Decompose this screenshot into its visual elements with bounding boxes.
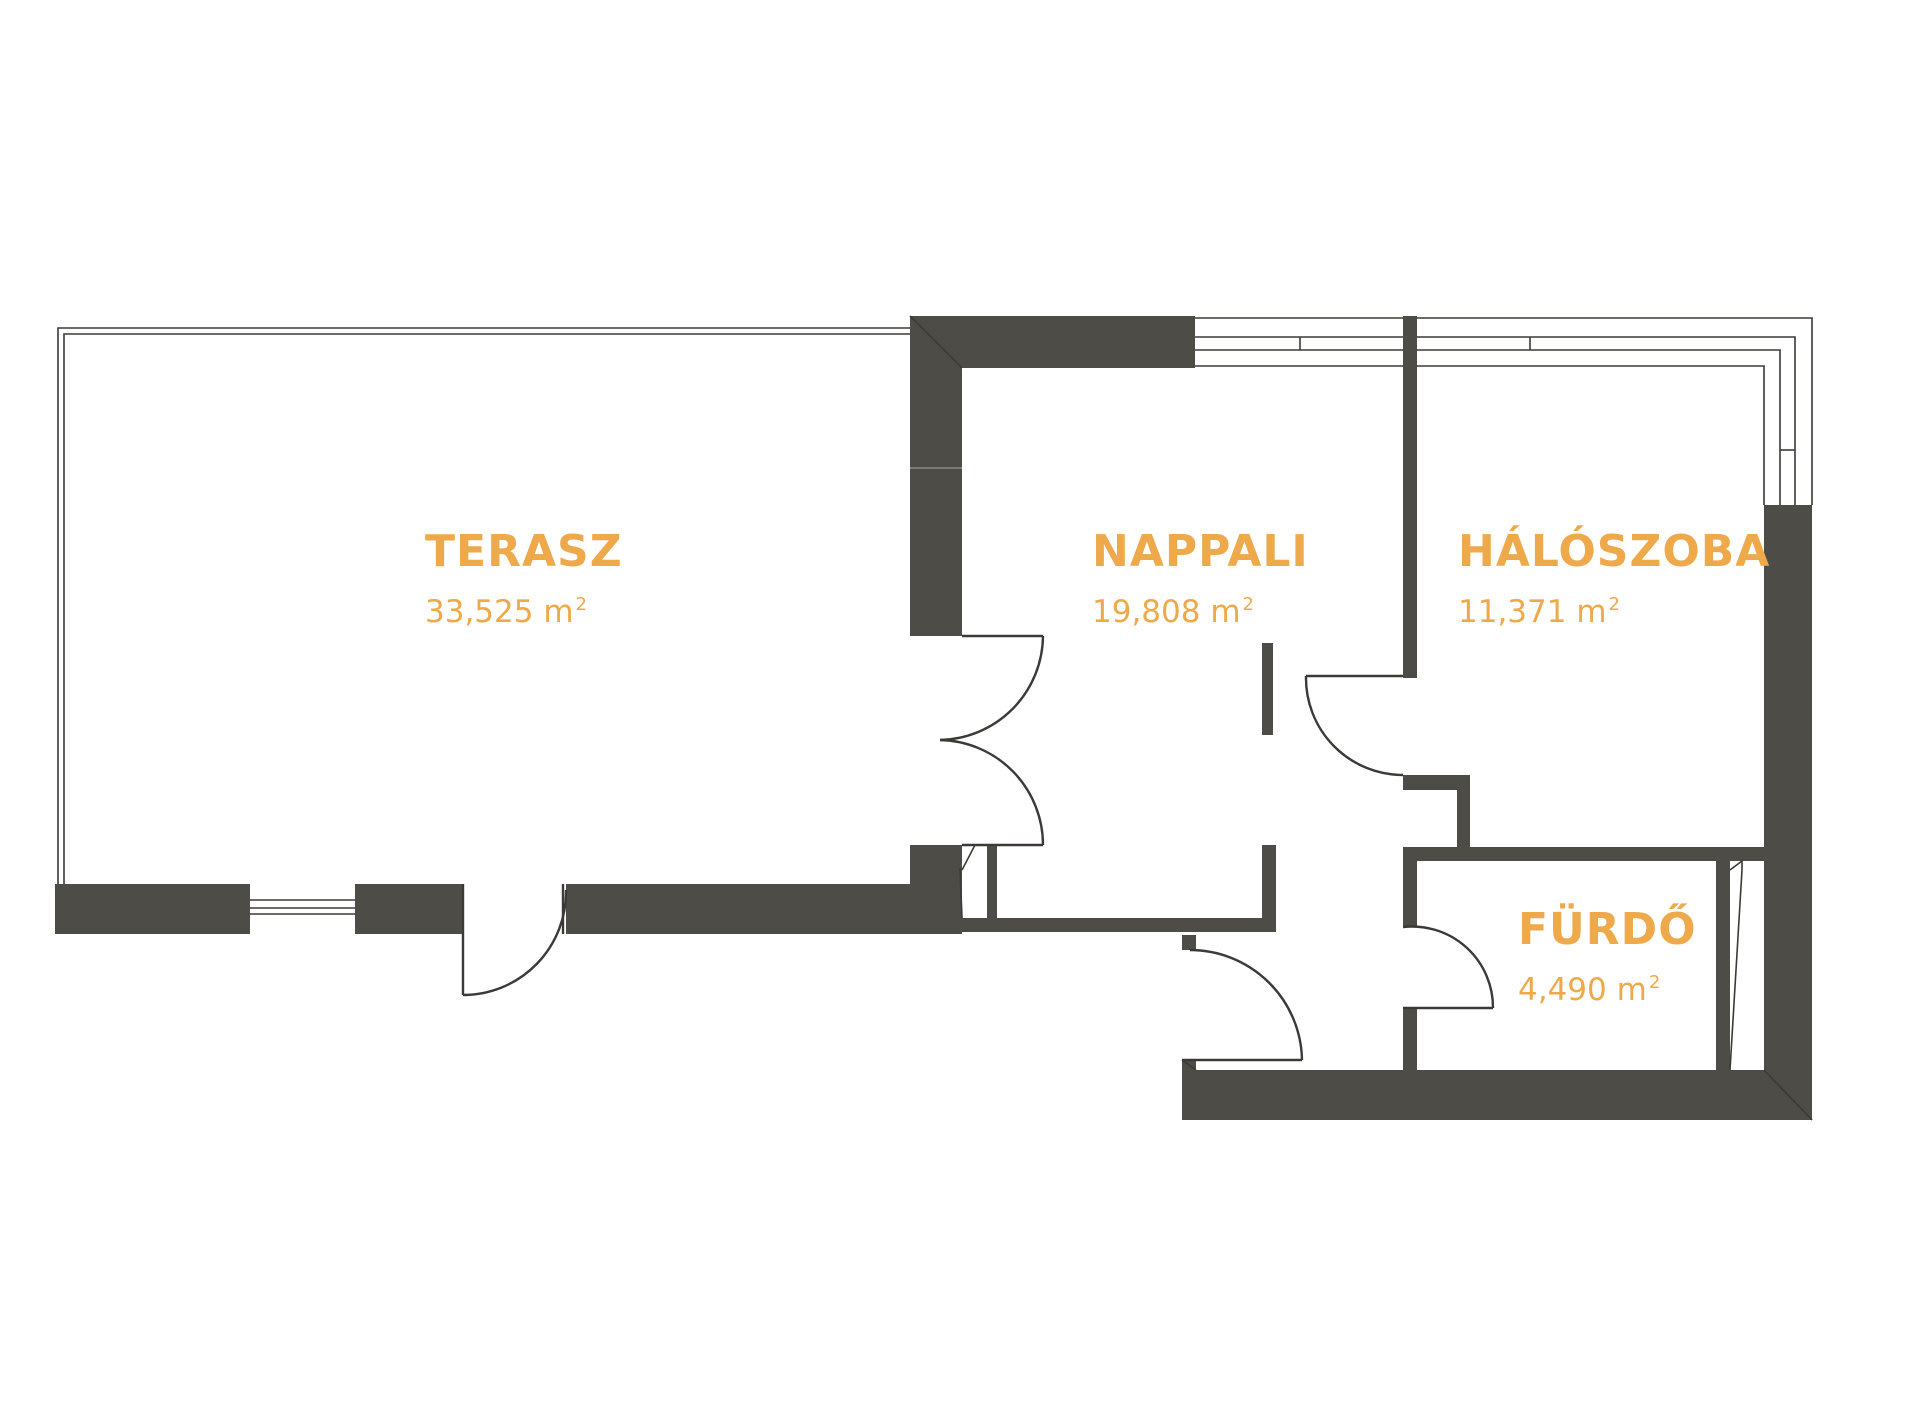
room-name: TERASZ	[425, 526, 623, 577]
wall-bath-left-upper	[1403, 847, 1417, 927]
wall-living-left	[910, 316, 962, 636]
top-window-band	[1195, 317, 1813, 505]
wall-entry-stub-left	[1182, 1060, 1196, 1120]
door-swings	[461, 634, 1495, 1062]
wall-terrace-bottom-3	[566, 884, 962, 934]
wall-right	[1764, 505, 1812, 1120]
room-name: FÜRDŐ	[1518, 904, 1697, 955]
wall-bath-top	[1403, 847, 1764, 861]
wall-bottom	[1182, 1070, 1812, 1120]
wall-hall-right	[1262, 845, 1276, 932]
wall-bedroom-stub	[1403, 775, 1470, 850]
wall-bath-right	[1716, 861, 1730, 1070]
wall-entry-stub-top	[1182, 935, 1196, 950]
wall-hall-bottom	[962, 918, 1276, 932]
room-name: NAPPALI	[1092, 526, 1309, 577]
wall-closet	[987, 845, 997, 932]
wall-details	[909, 315, 1813, 1121]
terrace-window	[250, 899, 355, 915]
wall-bath-left-lower	[1403, 1008, 1417, 1070]
wall-bedroom-partition	[1403, 316, 1417, 676]
wall-terrace-bottom-2	[355, 884, 463, 934]
room-name: HÁLÓSZOBA	[1458, 526, 1771, 577]
wall-door-jamb	[1403, 672, 1417, 678]
wall-terrace-bottom-1	[55, 884, 250, 934]
terrace-railing	[57, 327, 910, 888]
wall-living-lower-left	[910, 845, 962, 934]
wall-center-stub	[1262, 643, 1273, 735]
walls	[55, 316, 1812, 1120]
